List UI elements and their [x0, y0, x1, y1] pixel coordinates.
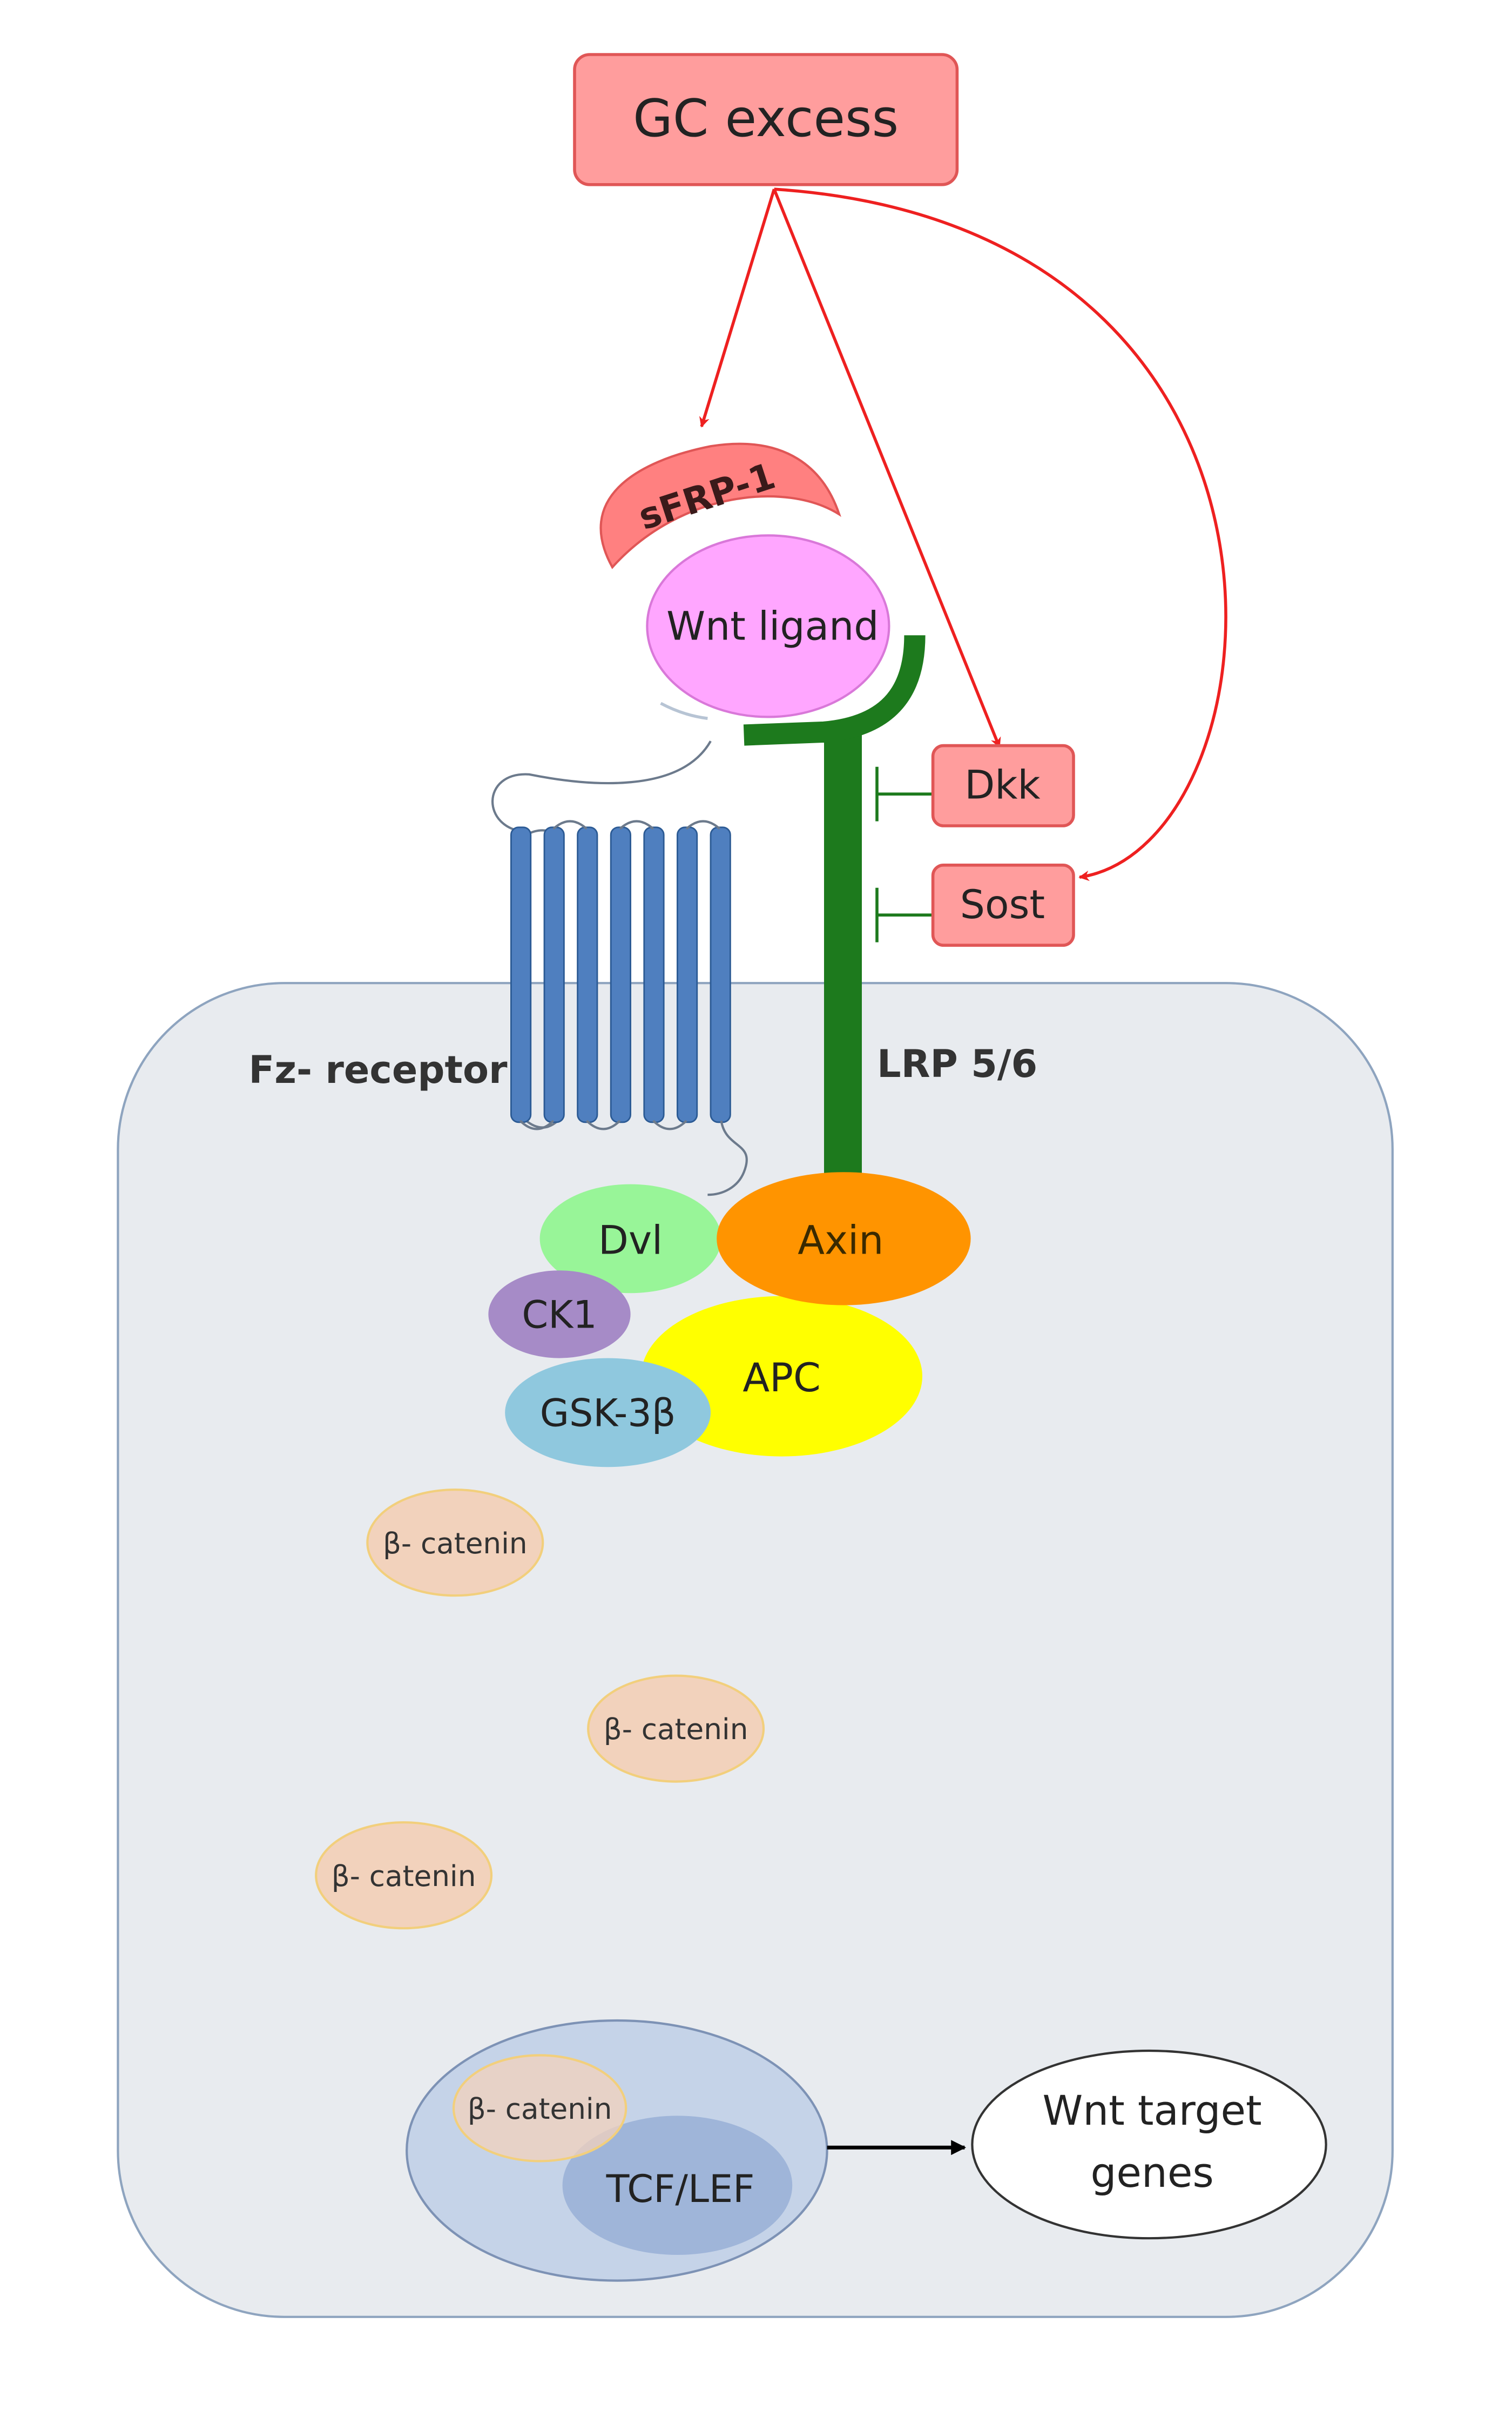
beta-catenin-node	[315, 1821, 493, 1930]
fz-helix	[577, 826, 598, 1123]
sfrp1-crescent	[599, 442, 841, 569]
gc-excess-box	[573, 53, 959, 186]
lrp-coreceptor	[743, 635, 926, 1183]
ck1-label: CK1	[522, 1293, 597, 1337]
edge-gc-to-dkk	[773, 188, 1001, 749]
fz-helix	[610, 826, 631, 1123]
fz-helix	[677, 826, 698, 1123]
axin-label: Axin	[798, 1217, 883, 1263]
fz-helix	[710, 826, 731, 1123]
edge-gc-to-sfrp1	[699, 188, 776, 428]
fz-receptor	[510, 820, 731, 1130]
beta-catenin-label: β- catenin	[332, 1860, 476, 1893]
fz-intracellular-tail	[707, 1120, 748, 1196]
wnt-target-genes-node	[971, 2049, 1327, 2240]
edge-dkk-inhibits-lrp	[875, 766, 933, 821]
lrp-label: LRP 5/6	[877, 1042, 1037, 1086]
beta-catenin-nuclear-node	[452, 2054, 627, 2163]
lrp-stalk	[824, 732, 862, 1183]
gsk3b-label: GSK-3β	[540, 1391, 676, 1436]
fz-helix	[643, 826, 665, 1123]
fz-helix	[543, 826, 565, 1123]
gc-excess-label: GC excess	[633, 89, 899, 149]
sost-box	[931, 864, 1075, 947]
wnt-ligand	[646, 534, 890, 718]
tcf-lef-node	[562, 2116, 793, 2255]
sost-label: Sost	[960, 882, 1045, 928]
dkk-box	[931, 744, 1075, 827]
fz-extracellular-loop	[491, 740, 712, 833]
axin-node	[717, 1172, 971, 1305]
cell-membrane	[117, 982, 1394, 2318]
wnt-target-genes-label-line2: genes	[1090, 2149, 1213, 2197]
wnt-ligand-label: Wnt ligand	[666, 604, 879, 650]
wnt-target-genes-label-line1: Wnt target	[1043, 2087, 1262, 2134]
ck1-node	[488, 1270, 631, 1358]
apc-node	[641, 1296, 922, 1457]
beta-catenin-node	[587, 1674, 765, 1783]
dvl-node	[539, 1184, 721, 1294]
fz-binding-arc	[660, 702, 708, 720]
beta-catenin-label: β- catenin	[383, 1527, 528, 1560]
gsk3b-node	[505, 1358, 711, 1467]
lrp-cup	[743, 635, 926, 746]
dvl-label: Dvl	[598, 1217, 663, 1263]
fz-receptor-label: Fz- receptor	[248, 1048, 508, 1092]
tcf-lef-label: TCF/LEF	[606, 2167, 755, 2211]
edge-sost-inhibits-lrp	[875, 887, 933, 942]
fz-helix	[510, 826, 532, 1123]
beta-catenin-node	[366, 1488, 544, 1597]
edge-gc-to-sost	[774, 187, 1227, 881]
beta-catenin-nuclear-label: β- catenin	[468, 2092, 612, 2126]
beta-catenin-label: β- catenin	[604, 1713, 748, 1746]
apc-label: APC	[742, 1355, 821, 1401]
dkk-label: Dkk	[964, 763, 1040, 809]
